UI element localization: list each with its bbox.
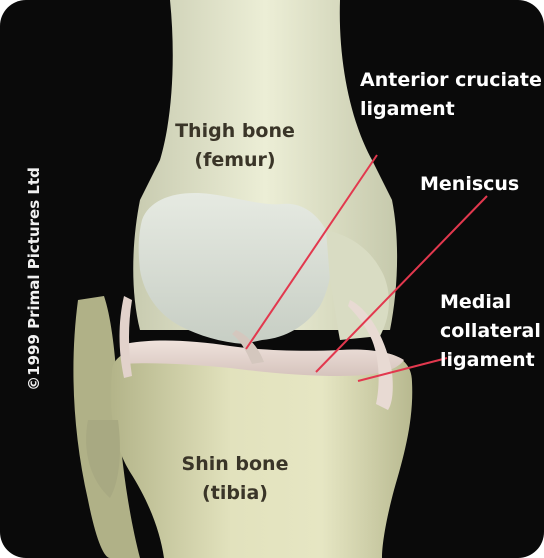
shin-bone-label: Shin bone (tibia) [160, 450, 310, 508]
meniscus-label: Meniscus [420, 170, 519, 199]
thigh-bone-label: Thigh bone (femur) [160, 117, 310, 175]
mcl-label: Medial collateral ligament [440, 288, 541, 375]
copyright-notice: ©1999 Primal Pictures Ltd [25, 167, 43, 391]
acl-label: Anterior cruciate ligament [360, 66, 542, 124]
